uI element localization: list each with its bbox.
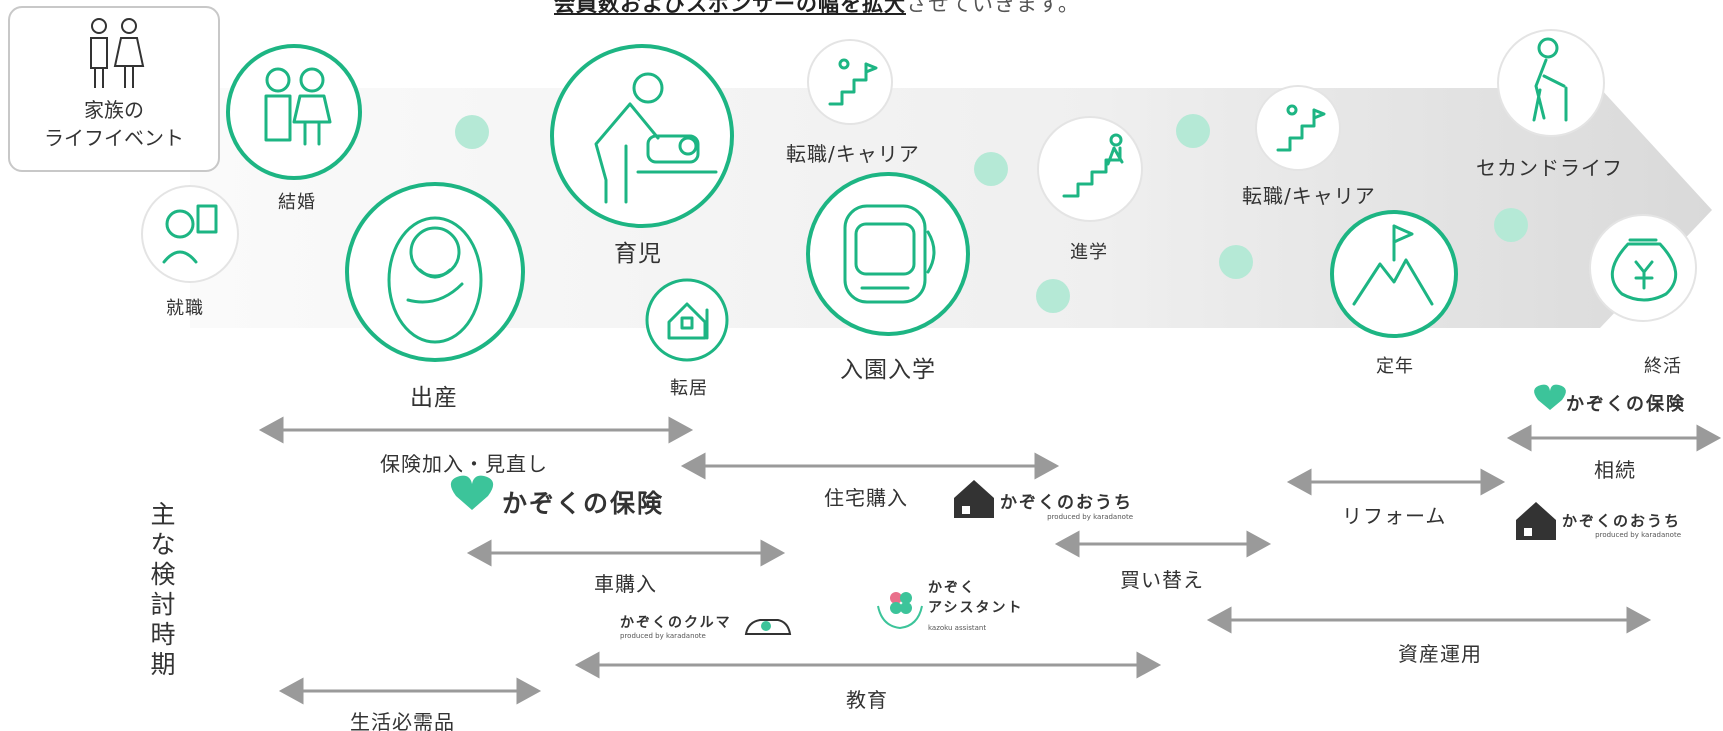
event-label-nyuen: 入園入学 bbox=[840, 357, 936, 383]
brand-kazoku-kuruma-sub: produced by karadanote bbox=[620, 632, 706, 640]
brand-kazoku-ouchi-2-sub: produced by karadanote bbox=[1595, 531, 1682, 539]
decor-dot bbox=[1176, 114, 1210, 148]
school-bag-icon bbox=[806, 172, 970, 336]
brand-marks bbox=[450, 384, 1566, 635]
period-label-kuruma: 車購入 bbox=[594, 572, 657, 596]
event-label-shussan: 出産 bbox=[410, 385, 458, 411]
family-icon bbox=[90, 18, 145, 88]
decor-dot bbox=[1219, 245, 1253, 279]
header-rest: させていきます。 bbox=[906, 0, 1080, 16]
brand-kazoku-ouchi-1-text: かぞくのおうち bbox=[1000, 493, 1133, 513]
brand-kazoku-ouchi-1: かぞくのおうち produced by karadanote bbox=[1000, 488, 1133, 521]
period-label-seikatsu: 生活必需品 bbox=[350, 710, 455, 731]
event-label-shingaku: 進学 bbox=[1070, 242, 1108, 263]
decor-dot bbox=[455, 115, 489, 149]
brand-kazoku-hoken-1: かぞくの保険 bbox=[502, 489, 665, 518]
event-label-tenshoku-2: 転職/キャリア bbox=[1242, 184, 1376, 208]
elderly-cane-icon bbox=[1497, 29, 1605, 137]
career-stairs-icon bbox=[807, 39, 893, 125]
wedding-couple-icon bbox=[226, 44, 362, 180]
period-label-kyoiku: 教育 bbox=[846, 688, 888, 712]
stairs-climb-icon bbox=[1037, 116, 1143, 222]
summit-flag-icon bbox=[1330, 210, 1458, 338]
brand-kazoku-kuruma: かぞくのクルマ produced by karadanote bbox=[620, 612, 732, 640]
header-emphasis: 会員数およびスポンサーの幅を拡大 bbox=[554, 0, 906, 16]
brand-kazoku-ouchi-2-text: かぞくのおうち bbox=[1562, 512, 1682, 530]
brand-kazoku-ouchi-2: かぞくのおうち produced by karadanote bbox=[1562, 510, 1681, 539]
header-text: 会員数およびスポンサーの幅を拡大させていきます。 bbox=[554, 0, 1080, 18]
event-label-shushoku: 就職 bbox=[166, 298, 204, 319]
event-label-second-life: セカンドライフ bbox=[1476, 156, 1623, 180]
axis-label-consideration-period: 主な検討時期 bbox=[150, 500, 176, 679]
brand-kazoku-ouchi-1-sub: produced by karadanote bbox=[1047, 513, 1133, 521]
event-label-shukatsu: 終活 bbox=[1644, 356, 1682, 377]
brand-kazoku-assistant-line1: かぞく bbox=[928, 580, 976, 596]
brand-kazoku-kuruma-text: かぞくのクルマ bbox=[620, 615, 732, 631]
event-label-teinen: 定年 bbox=[1376, 356, 1414, 377]
career-stairs-icon-2 bbox=[1255, 85, 1341, 171]
event-label-ikuji: 育児 bbox=[614, 241, 662, 267]
family-box-line2: ライフイベント bbox=[44, 126, 184, 150]
decor-dot bbox=[1494, 208, 1528, 242]
money-bag-icon bbox=[1589, 214, 1697, 322]
period-label-jutaku: 住宅購入 bbox=[824, 486, 908, 510]
decor-dot bbox=[1036, 279, 1070, 313]
brand-kazoku-hoken-2: かぞくの保険 bbox=[1566, 394, 1686, 415]
decor-dot bbox=[974, 152, 1008, 186]
period-label-souzoku: 相続 bbox=[1594, 458, 1636, 482]
baby-icon bbox=[345, 182, 525, 362]
event-label-tenshoku-1: 転職/キャリア bbox=[786, 142, 920, 166]
family-box-line1: 家族の bbox=[84, 98, 144, 122]
childcare-icon bbox=[550, 44, 734, 228]
brand-kazoku-assistant-sub: kazoku assistant bbox=[928, 624, 987, 632]
period-label-shisan: 資産運用 bbox=[1398, 642, 1482, 666]
brand-kazoku-assistant-line2: アシスタント bbox=[928, 600, 1024, 616]
period-label-hoken: 保険加入・見直し bbox=[380, 452, 548, 476]
event-label-kekkon: 結婚 bbox=[278, 192, 316, 213]
event-label-tenkyo: 転居 bbox=[670, 378, 708, 399]
period-label-kaikae: 買い替え bbox=[1120, 568, 1204, 592]
period-label-reform: リフォーム bbox=[1342, 504, 1447, 528]
brand-kazoku-assistant: かぞく アシスタント kazoku assistant bbox=[928, 578, 1023, 638]
house-move-icon bbox=[645, 278, 729, 362]
family-life-event-box: 家族の ライフイベント bbox=[8, 6, 220, 172]
